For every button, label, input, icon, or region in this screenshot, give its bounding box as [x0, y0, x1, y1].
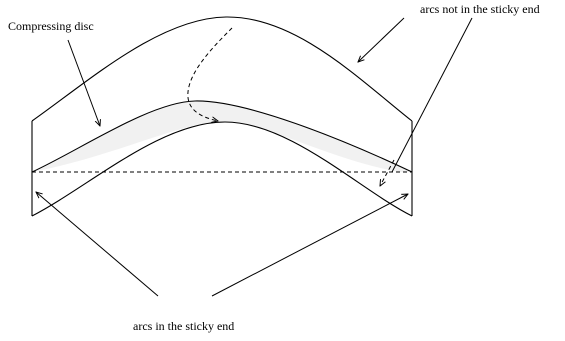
middle-arc — [31, 100, 413, 173]
outer-arc — [31, 16, 413, 122]
right-region-pointer — [391, 17, 473, 173]
compressing-disc-label: Compressing disc — [8, 19, 94, 33]
outer-arc-pointer — [358, 17, 405, 62]
arcs-not-sticky-label: arcs not in the sticky end — [420, 2, 540, 16]
right-dashed-arrow — [380, 159, 395, 186]
compression-dashed-arrow — [187, 27, 233, 121]
compressing-disc-pointer — [67, 39, 100, 126]
arcs-sticky-label: arcs in the sticky end — [133, 319, 234, 333]
sticky-left-pointer — [36, 192, 159, 297]
sticky-right-pointer — [211, 194, 408, 297]
inner-arc — [31, 121, 413, 217]
compressing-disc-region — [32, 100, 412, 172]
